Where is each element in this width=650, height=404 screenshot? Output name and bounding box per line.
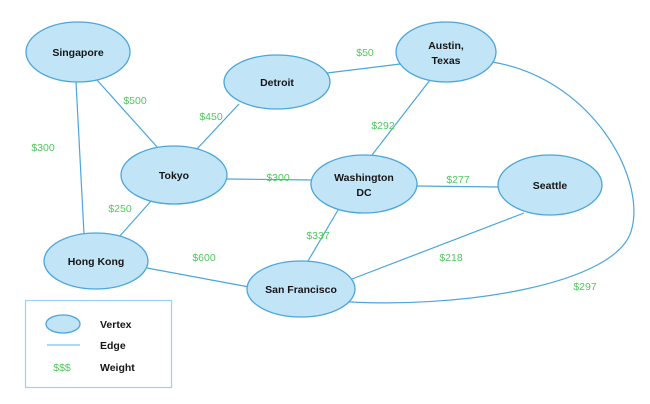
node-singapore-ellipse[interactable] — [25, 21, 131, 83]
node-sanfrancisco[interactable]: San Francisco — [246, 260, 356, 318]
edge-washington-seattle[interactable] — [416, 185, 500, 188]
legend-item-edge: Edge — [47, 340, 126, 352]
edge-sanfrancisco-seattle[interactable] — [351, 212, 525, 280]
node-hongkong[interactable]: Hong Kong — [43, 232, 149, 290]
legend-border — [24, 299, 173, 389]
edge-hongkong-sanfrancisco[interactable] — [146, 267, 250, 288]
nodes-layer: Singapore Detroit Austin, Texas Tokyo Wa… — [25, 21, 603, 318]
node-seattle[interactable]: Seattle — [497, 154, 603, 216]
weight-label-washington-sanfrancisco: $337 — [306, 230, 330, 242]
node-washington[interactable]: Washington DC — [310, 154, 418, 214]
legend-item-vertex: Vertex — [45, 314, 132, 334]
edge-singapore-hongkong[interactable] — [75, 81, 85, 235]
legend-label-edge: Edge — [100, 340, 126, 352]
node-tokyo[interactable]: Tokyo — [120, 145, 228, 205]
node-austin-label-line1: Austin, — [428, 40, 464, 52]
node-detroit-ellipse[interactable] — [223, 54, 331, 110]
edge-tokyo-washington[interactable] — [226, 178, 314, 181]
weight-label-hongkong-sanfrancisco: $600 — [192, 252, 216, 264]
node-tokyo-label: Tokyo — [159, 170, 189, 182]
edge-detroit-tokyo[interactable] — [195, 103, 240, 151]
node-sanfrancisco-ellipse[interactable] — [246, 260, 356, 318]
weight-label-singapore-hongkong: $300 — [31, 142, 55, 154]
node-washington-label-line1: Washington — [334, 172, 394, 184]
weight-labels-layer: $500 $300 $450 $50 $292 $300 $250 $600 $… — [31, 47, 597, 293]
legend-item-weight: $$$ Weight — [53, 362, 135, 374]
weight-money-icon: $$$ — [53, 362, 71, 374]
edge-washington-sanfrancisco[interactable] — [307, 209, 339, 262]
weight-label-austin-sanfrancisco: $297 — [573, 281, 597, 293]
edge-singapore-tokyo[interactable] — [96, 79, 159, 149]
weight-label-tokyo-hongkong: $250 — [108, 203, 132, 215]
node-washington-label-line2: DC — [356, 187, 372, 199]
node-hongkong-label: Hong Kong — [68, 256, 125, 268]
node-detroit-label: Detroit — [260, 77, 294, 89]
node-washington-ellipse[interactable] — [310, 154, 418, 214]
node-austin[interactable]: Austin, Texas — [395, 21, 497, 83]
node-austin-ellipse[interactable] — [395, 21, 497, 83]
weight-label-tokyo-washington: $300 — [266, 172, 290, 184]
node-austin-label-line2: Texas — [432, 55, 461, 67]
node-singapore-label: Singapore — [52, 47, 104, 59]
edge-detroit-austin[interactable] — [326, 63, 401, 74]
node-sanfrancisco-label: San Francisco — [265, 284, 337, 296]
node-detroit[interactable]: Detroit — [223, 54, 331, 110]
legend-label-vertex: Vertex — [100, 319, 132, 331]
edge-austin-washington[interactable] — [371, 79, 431, 156]
vertex-ellipse-icon — [45, 314, 81, 334]
node-tokyo-ellipse[interactable] — [120, 145, 228, 205]
legend-label-weight: Weight — [100, 362, 135, 374]
weight-label-detroit-austin: $50 — [356, 47, 374, 59]
node-seattle-ellipse[interactable] — [497, 154, 603, 216]
node-seattle-label: Seattle — [533, 180, 568, 192]
node-singapore[interactable]: Singapore — [25, 21, 131, 83]
weight-label-washington-seattle: $277 — [446, 174, 470, 186]
weight-label-detroit-tokyo: $450 — [199, 111, 223, 123]
weight-label-austin-washington: $292 — [371, 120, 395, 132]
edge-tokyo-hongkong[interactable] — [118, 200, 152, 238]
weight-label-singapore-tokyo: $500 — [123, 95, 147, 107]
node-hongkong-ellipse[interactable] — [43, 232, 149, 290]
legend: Vertex Edge $$$ Weight — [24, 299, 173, 389]
weight-label-sanfrancisco-seattle: $218 — [439, 252, 463, 264]
